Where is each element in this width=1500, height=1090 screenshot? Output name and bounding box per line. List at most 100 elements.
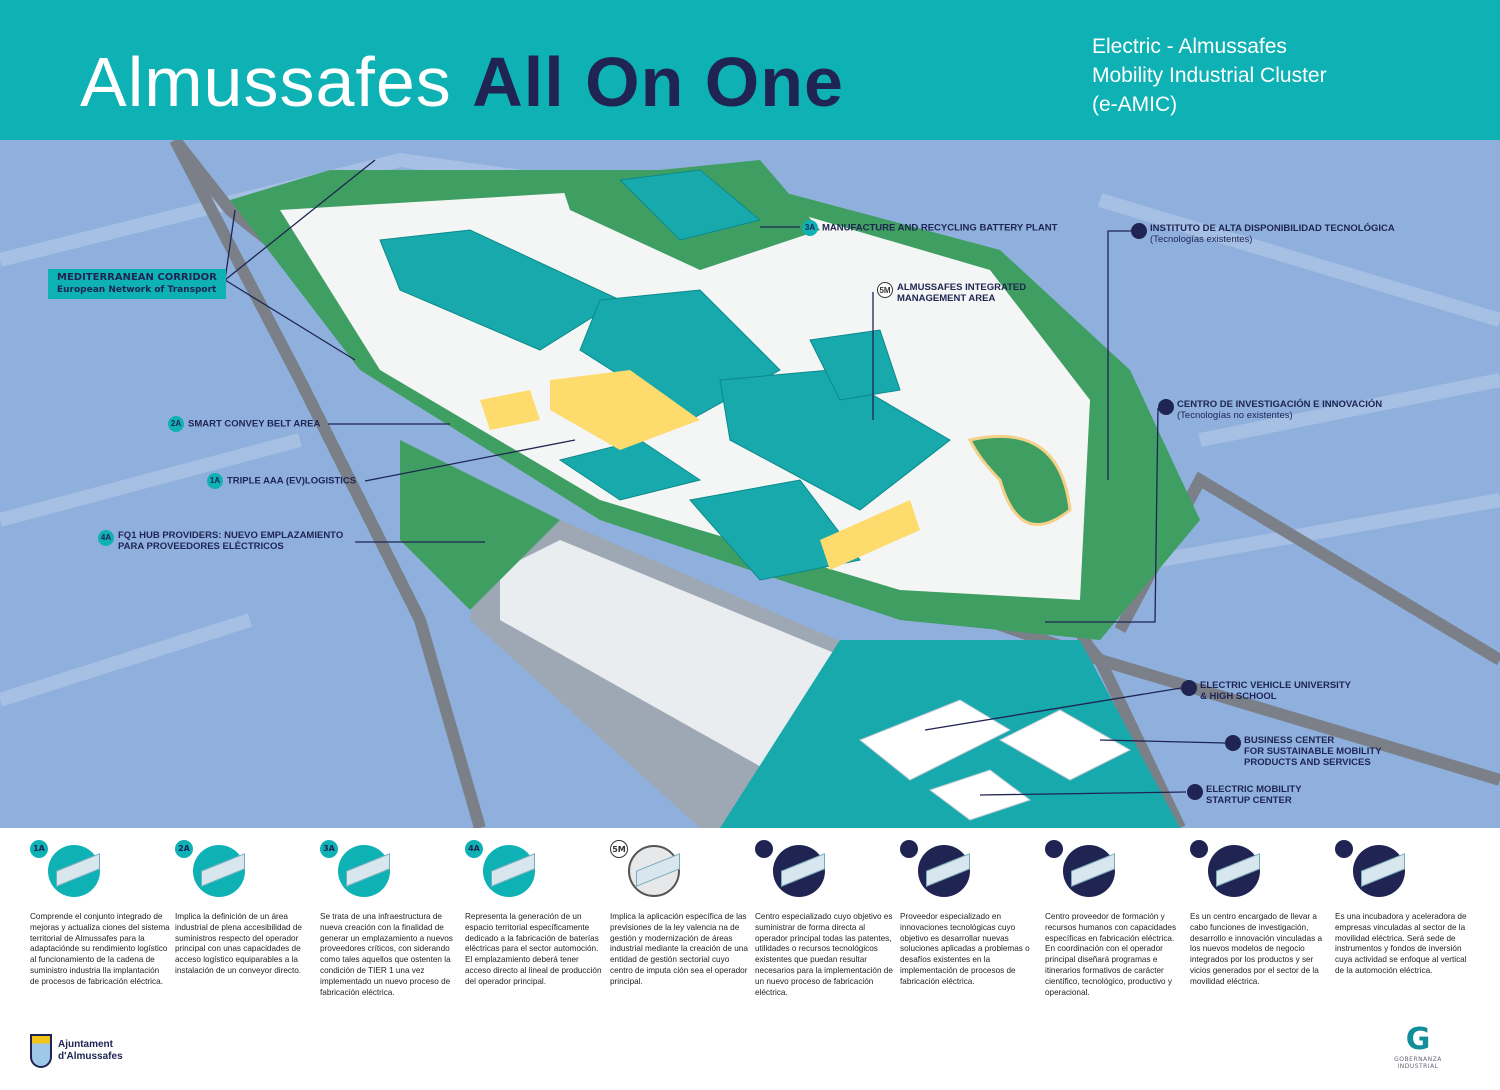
label-text: TRIPLE AAA (EV)LOGISTICS bbox=[227, 475, 357, 487]
legend-item: 3A Se trata de una infraestructura de nu… bbox=[320, 840, 460, 998]
gobernanza-logo: G GOBERNANZA INDUSTRIAL bbox=[1392, 1022, 1444, 1071]
hub-providers-zone bbox=[400, 440, 560, 610]
legend-icon-wrap: 4A bbox=[465, 840, 605, 902]
label-line: FQ1 HUB PROVIDERS: NUEVO EMPLAZAMIENTO bbox=[118, 530, 344, 541]
badge-1a: 1A bbox=[207, 473, 223, 489]
label-line: ELECTRIC MOBILITY bbox=[1206, 784, 1302, 795]
legend-icon-wrap: 2A bbox=[175, 840, 315, 902]
label-4a: 4A FQ1 HUB PROVIDERS: NUEVO EMPLAZAMIENTO… bbox=[98, 530, 343, 552]
test-track bbox=[967, 434, 1072, 527]
logo-line: d'Almussafes bbox=[58, 1051, 123, 1062]
legend-icon-wrap bbox=[1045, 840, 1185, 902]
badge-2a: 2A bbox=[168, 416, 184, 432]
legend-badge bbox=[900, 840, 918, 858]
label-sub: European Network of Transport bbox=[57, 285, 217, 295]
legend-icon-wrap bbox=[1190, 840, 1330, 902]
label-sub: (Tecnologías existentes) bbox=[1150, 234, 1253, 245]
legend-icon-wrap bbox=[1335, 840, 1475, 902]
subtitle-line: Electric - Almussafes bbox=[1092, 35, 1287, 58]
logo-line: Ajuntament bbox=[58, 1039, 113, 1050]
logo-line: GOBERNANZA bbox=[1394, 1056, 1442, 1063]
legend-badge bbox=[1190, 840, 1208, 858]
header: Almussafes All On One Electric - Almussa… bbox=[0, 0, 1500, 140]
legend-icon-wrap: 5M bbox=[610, 840, 750, 902]
badge-5m: 5M bbox=[877, 282, 893, 298]
legend-badge: 1A bbox=[30, 840, 48, 858]
buildings bbox=[379, 169, 951, 581]
logo-line: INDUSTRIAL bbox=[1397, 1063, 1439, 1070]
legend: 1A Comprende el conjunto integrado de me… bbox=[0, 828, 1500, 1028]
label-line: BUSINESS CENTER bbox=[1244, 735, 1335, 746]
label-1a: 1A TRIPLE AAA (EV)LOGISTICS bbox=[207, 473, 356, 489]
legend-item: 2A Implica la definición de un área indu… bbox=[175, 840, 315, 977]
legend-badge: 5M bbox=[610, 840, 628, 858]
label-line: ALMUSSAFES INTEGRATED bbox=[897, 282, 1027, 293]
legend-description: Implica la definición de un área industr… bbox=[175, 912, 302, 975]
map-illustration bbox=[0, 140, 1500, 828]
legend-description: Es un centro encargado de llevar a cabo … bbox=[1190, 912, 1322, 986]
legend-badge: 4A bbox=[465, 840, 483, 858]
legend-icon-wrap bbox=[900, 840, 1040, 902]
label-university: ELECTRIC VEHICLE UNIVERSITY& HIGH SCHOOL bbox=[1181, 680, 1351, 702]
yellow-buildings bbox=[480, 370, 920, 570]
label-centro: CENTRO DE INVESTIGACIÓN E INNOVACIÓN(Tec… bbox=[1158, 399, 1382, 421]
label-line: MANAGEMENT AREA bbox=[897, 293, 996, 304]
legend-description: Representa la generación de un espacio t… bbox=[465, 912, 602, 986]
label-sub: (Tecnologías no existentes) bbox=[1177, 410, 1293, 421]
label-title: CENTRO DE INVESTIGACIÓN E INNOVACIÓN bbox=[1177, 399, 1383, 410]
logo-mark: G bbox=[1405, 1022, 1431, 1057]
legend-description: Comprende el conjunto integrado de mejor… bbox=[30, 912, 170, 986]
legend-description: Proveedor especializado en innovaciones … bbox=[900, 912, 1030, 986]
legend-badge bbox=[1335, 840, 1353, 858]
page-title: Almussafes All On One bbox=[80, 42, 844, 122]
label-line: PRODUCTS AND SERVICES bbox=[1244, 757, 1371, 768]
label-3a: 3A MANUFACTURE AND RECYCLING BATTERY PLAN… bbox=[802, 220, 1057, 236]
subtitle: Electric - Almussafes Mobility Industria… bbox=[1092, 32, 1472, 119]
legend-item: Es un centro encargado de llevar a cabo … bbox=[1190, 840, 1330, 988]
label-line: STARTUP CENTER bbox=[1206, 795, 1292, 806]
label-line: PARA PROVEEDORES ELÉCTRICOS bbox=[118, 541, 284, 552]
title-light: Almussafes bbox=[80, 43, 452, 121]
label-2a: 2A SMART CONVEY BELT AREA bbox=[168, 416, 320, 432]
legend-description: Es una incubadora y aceleradora de empre… bbox=[1335, 912, 1467, 975]
legend-item: 1A Comprende el conjunto integrado de me… bbox=[30, 840, 170, 988]
legend-badge bbox=[755, 840, 773, 858]
marker-dot bbox=[1181, 680, 1197, 696]
legend-icon-wrap bbox=[755, 840, 895, 902]
label-line: ELECTRIC VEHICLE UNIVERSITY bbox=[1200, 680, 1351, 691]
legend-item: Centro especializado cuyo objetivo es su… bbox=[755, 840, 895, 998]
legend-item: 4A Representa la generación de un espaci… bbox=[465, 840, 605, 988]
legend-description: Se trata de una infraestructura de nueva… bbox=[320, 912, 453, 997]
legend-badge: 2A bbox=[175, 840, 193, 858]
marker-dot bbox=[1187, 784, 1203, 800]
label-title: INSTITUTO DE ALTA DISPONIBILIDAD TECNOLÓ… bbox=[1150, 223, 1395, 234]
legend-icon-wrap: 3A bbox=[320, 840, 460, 902]
label-text: MANUFACTURE AND RECYCLING BATTERY PLANT bbox=[822, 222, 1058, 234]
badge-3a: 3A bbox=[802, 220, 818, 236]
legend-description: Centro especializado cuyo objetivo es su… bbox=[755, 912, 893, 997]
legend-description: Centro proveedor de formación y recursos… bbox=[1045, 912, 1177, 997]
label-line: FOR SUSTAINABLE MOBILITY bbox=[1244, 746, 1382, 757]
coat-of-arms-icon bbox=[30, 1034, 52, 1068]
badge-4a: 4A bbox=[98, 530, 114, 546]
subtitle-line: Mobility Industrial Cluster bbox=[1092, 64, 1327, 87]
legend-item: Proveedor especializado en innovaciones … bbox=[900, 840, 1040, 988]
legend-description: Implica la aplicación específica de las … bbox=[610, 912, 748, 986]
label-mediterranean-corridor: MEDITERRANEAN CORRIDOR European Network … bbox=[48, 269, 226, 299]
legend-icon-wrap: 1A bbox=[30, 840, 170, 902]
legend-item: Es una incubadora y aceleradora de empre… bbox=[1335, 840, 1475, 977]
label-text: SMART CONVEY BELT AREA bbox=[188, 418, 321, 430]
marker-dot bbox=[1158, 399, 1174, 415]
label-instituto: INSTITUTO DE ALTA DISPONIBILIDAD TECNOLÓ… bbox=[1131, 223, 1395, 245]
label-title: MEDITERRANEAN CORRIDOR bbox=[57, 272, 217, 283]
subtitle-line: (e-AMIC) bbox=[1092, 93, 1178, 116]
title-bold: All On One bbox=[472, 43, 844, 121]
legend-item: 5M Implica la aplicación específica de l… bbox=[610, 840, 750, 988]
legend-item: Centro proveedor de formación y recursos… bbox=[1045, 840, 1185, 998]
label-line: & HIGH SCHOOL bbox=[1200, 691, 1277, 702]
legend-badge bbox=[1045, 840, 1063, 858]
